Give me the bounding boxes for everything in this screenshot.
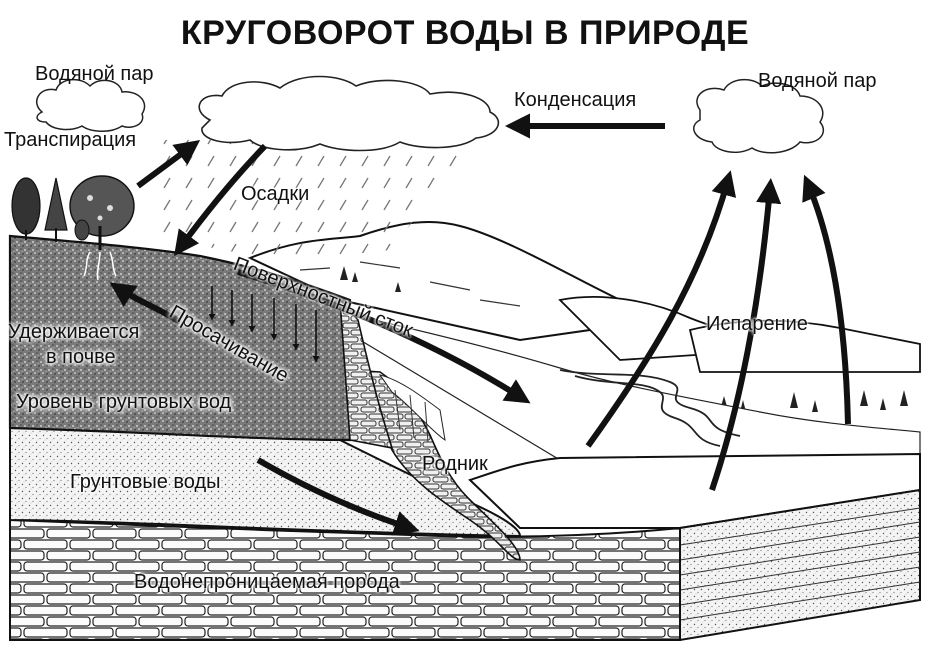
arrow-evaporation-left	[585, 170, 737, 448]
trees	[11, 175, 135, 281]
cloud-left	[36, 78, 146, 132]
label-evaporation: Испарение	[706, 313, 808, 335]
arrow-evaporation-right	[802, 174, 851, 425]
label-water-table: Уровень грунтовых вод	[16, 391, 232, 413]
arrow-soil-retained	[109, 282, 182, 325]
spring-rocks	[339, 297, 521, 561]
label-water-vapor-right: Водяной пар	[758, 70, 877, 92]
label-precipitation: Осадки	[241, 183, 310, 205]
infiltration-arrows	[208, 286, 320, 363]
arrow-transpiration	[136, 140, 201, 189]
arrow-groundwater-flow	[256, 457, 420, 536]
label-water-vapor-left: Водяной пар	[35, 63, 154, 85]
soil-layer	[8, 234, 352, 442]
arrow-surface-runoff	[237, 269, 531, 404]
cloud-middle	[198, 75, 500, 152]
arrow-evaporation-middle	[709, 177, 782, 491]
arrows	[109, 113, 851, 536]
label-retained-in-soil-line-2: в почве	[46, 346, 116, 368]
river-valley	[328, 308, 921, 461]
label-spring: Родник	[422, 453, 488, 475]
label-transpiration: Транспирация	[4, 129, 137, 151]
label-condensation: Конденсация	[514, 89, 637, 111]
label-groundwater: Грунтовые воды	[70, 471, 221, 493]
arrow-precipitation	[174, 143, 268, 257]
cloud-right	[693, 78, 825, 154]
label-retained-in-soil-line-1: Удерживается	[8, 321, 140, 343]
diagram-title: КРУГОВОРОТ ВОДЫ В ПРИРОДЕ	[180, 14, 750, 52]
label-impermeable-rock: Водонепроницаемая порода	[134, 571, 400, 593]
rain	[150, 140, 470, 260]
